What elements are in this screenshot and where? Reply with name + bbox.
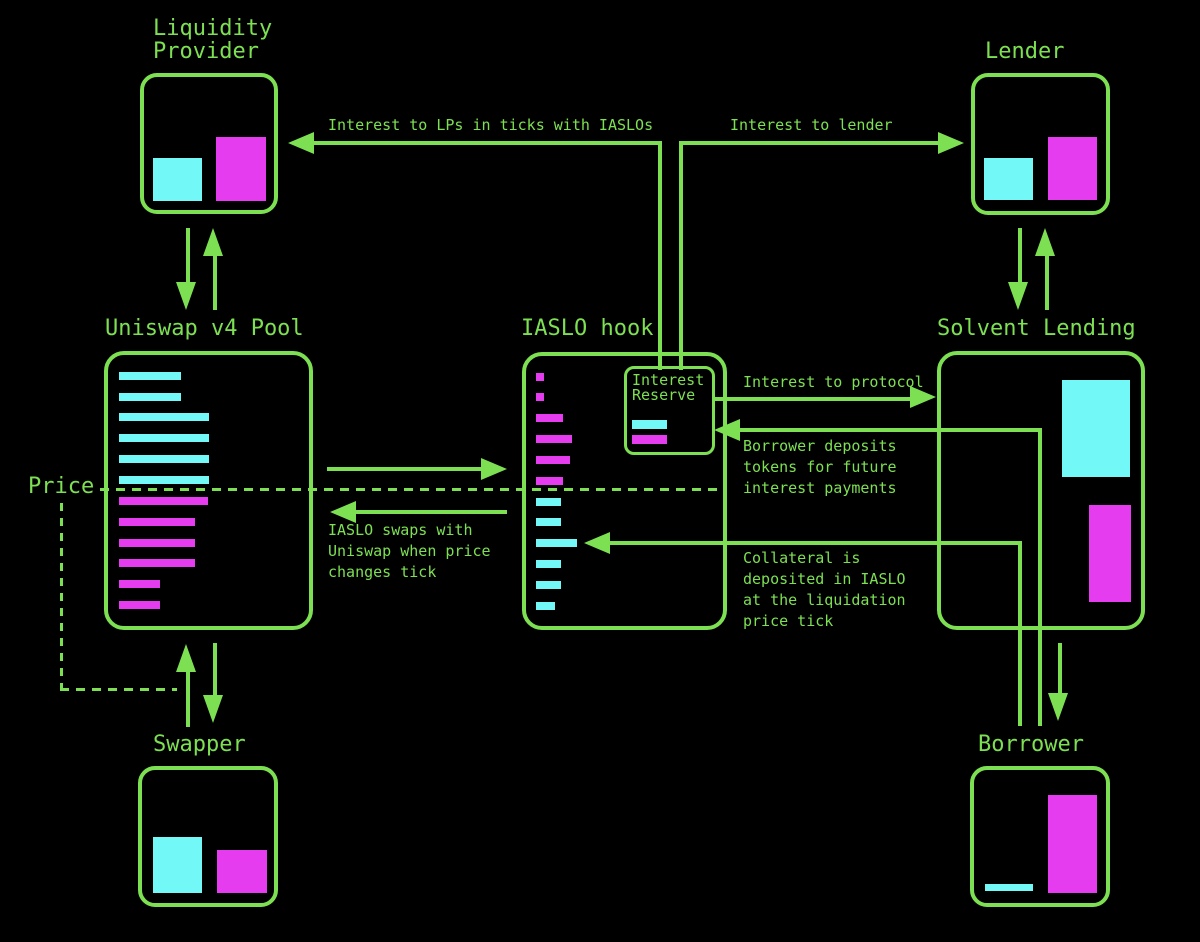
arrow-interest-to-lps-head (288, 132, 314, 154)
arrow-solvent-to-lender-line (1045, 256, 1049, 310)
arrow-collateral-line (606, 541, 1022, 545)
borrower-deposits-vertical-line (1038, 428, 1042, 726)
arrow-collateral-head (584, 532, 610, 554)
interest-reserve-riser-left (658, 141, 662, 370)
uniswap-pool-title: Uniswap v4 Pool (105, 317, 304, 340)
borrower-deposits-label: Borrower deposits tokens for future inte… (743, 436, 897, 499)
arrow-borrower-deposits-head (714, 419, 740, 441)
arrow-lender-to-solvent-head (1008, 282, 1028, 310)
arrow-borrower-deposits-line (736, 428, 1040, 432)
iaslo-hook-title: IASLO hook (521, 317, 653, 340)
lender-title: Lender (985, 40, 1064, 63)
interest-reserve-riser-right (679, 141, 683, 370)
arrow-solvent-to-borrower-line (1058, 643, 1062, 695)
collateral-label: Collateral is deposited in IASLO at the … (743, 548, 906, 632)
arrow-pool-to-swapper-head (203, 695, 223, 723)
price-dashed-line-to-swapper (60, 688, 177, 691)
arrow-lender-to-solvent-line (1018, 228, 1022, 284)
arrow-iaslo-to-pool-head (330, 501, 356, 523)
arrow-swapper-to-pool-head (176, 644, 196, 672)
arrow-interest-to-lender-head (938, 132, 964, 154)
arrow-pool-to-iaslo-head (481, 458, 507, 480)
interest-to-protocol-label: Interest to protocol (743, 372, 924, 393)
arrow-pool-to-lp-head (203, 228, 223, 256)
arrow-pool-to-lp-line (213, 256, 217, 310)
borrower-title: Borrower (978, 733, 1084, 756)
interest-reserve-title: Interest Reserve (632, 373, 704, 403)
price-label: Price (28, 475, 94, 498)
iaslo-swaps-label: IASLO swaps with Uniswap when price chan… (328, 520, 491, 583)
arrow-interest-to-protocol-line (715, 397, 912, 401)
arrow-lp-to-pool-head (176, 282, 196, 310)
liquidity-provider-box (140, 73, 278, 214)
collateral-vertical-line (1018, 541, 1022, 726)
solvent-lending-title: Solvent Lending (937, 317, 1136, 340)
price-dashed-line-horizontal (100, 488, 727, 491)
arrow-interest-to-protocol-head (910, 386, 936, 408)
swapper-title: Swapper (153, 733, 246, 756)
arrow-iaslo-to-pool-line (354, 510, 507, 514)
arrow-lp-to-pool-line (186, 228, 190, 284)
borrower-box (970, 766, 1110, 907)
interest-to-lps-label: Interest to LPs in ticks with IASLOs (328, 115, 653, 136)
interest-to-lender-label: Interest to lender (730, 115, 893, 136)
arrow-interest-to-lps-line (310, 141, 662, 145)
lender-box (971, 73, 1110, 215)
arrow-swapper-to-pool-line (186, 672, 190, 727)
price-dashed-line-vertical (60, 503, 63, 690)
swapper-box (138, 766, 278, 907)
arrow-pool-to-swapper-line (213, 643, 217, 697)
liquidity-provider-title: Liquidity Provider (153, 17, 272, 63)
arrow-pool-to-iaslo-line (327, 467, 483, 471)
arrow-interest-to-lender-line (681, 141, 940, 145)
arrow-solvent-to-lender-head (1035, 228, 1055, 256)
arrow-solvent-to-borrower-head (1048, 693, 1068, 721)
